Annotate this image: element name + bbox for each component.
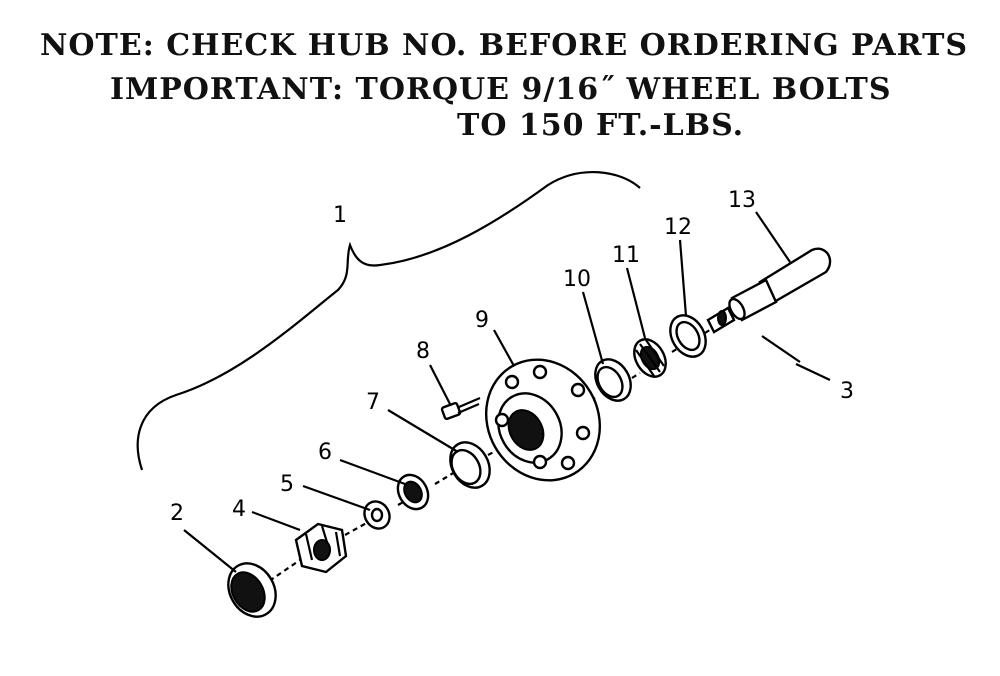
assembly-brace bbox=[136, 170, 641, 471]
leader-7 bbox=[387, 409, 459, 453]
leader-6 bbox=[339, 458, 406, 486]
callout-3: 3 bbox=[840, 379, 854, 404]
callout-11: 11 bbox=[612, 243, 640, 268]
callout-1: 1 bbox=[333, 203, 347, 228]
leader-9 bbox=[493, 329, 515, 367]
leader-8 bbox=[429, 364, 451, 405]
leader-4 bbox=[251, 510, 301, 532]
callout-13: 13 bbox=[728, 188, 756, 213]
wheel-bolt bbox=[440, 396, 481, 421]
callout-7: 7 bbox=[366, 390, 380, 415]
grease-cap bbox=[227, 562, 277, 618]
inner-race bbox=[594, 358, 632, 402]
leader-12 bbox=[678, 239, 688, 317]
washer bbox=[363, 500, 391, 530]
callout-4: 4 bbox=[232, 497, 246, 522]
inner-bearing bbox=[633, 338, 667, 378]
callout-10: 10 bbox=[563, 267, 591, 292]
castle-nut bbox=[294, 522, 348, 574]
leader-11 bbox=[625, 267, 647, 339]
callout-8: 8 bbox=[416, 339, 430, 364]
cotter-pin bbox=[761, 335, 801, 363]
leader-2 bbox=[183, 529, 237, 573]
callout-6: 6 bbox=[318, 440, 332, 465]
callout-5: 5 bbox=[280, 472, 294, 497]
note-check-hub: NOTE: CHECK HUB NO. BEFORE ORDERING PART… bbox=[40, 28, 969, 63]
note-torque-value: TO 150 FT.-LBS. bbox=[457, 108, 745, 143]
outer-bearing bbox=[396, 473, 430, 511]
callout-2: 2 bbox=[170, 501, 184, 526]
callout-9: 9 bbox=[475, 308, 489, 333]
leader-3 bbox=[795, 363, 831, 381]
outer-race bbox=[449, 441, 491, 489]
leader-10 bbox=[581, 291, 605, 365]
leader-13 bbox=[755, 211, 791, 263]
hub bbox=[484, 358, 602, 482]
leader-5 bbox=[302, 484, 371, 512]
note-torque: IMPORTANT: TORQUE 9/16˝ WHEEL BOLTS bbox=[110, 72, 892, 107]
callout-12: 12 bbox=[664, 215, 692, 240]
spindle bbox=[706, 247, 832, 334]
grease-seal bbox=[669, 314, 707, 358]
